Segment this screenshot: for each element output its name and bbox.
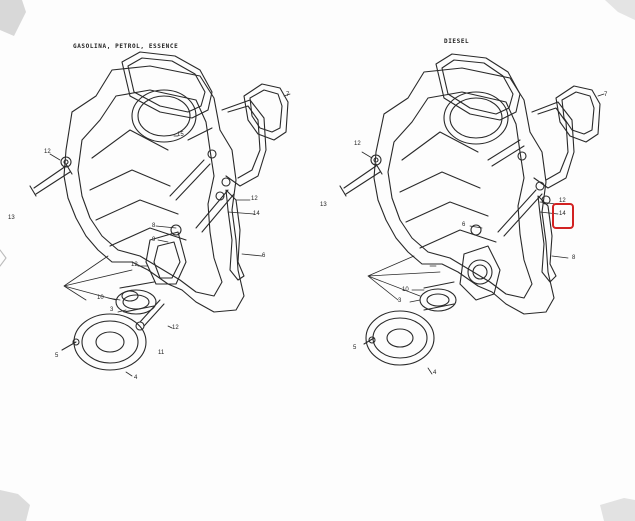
- left-callout-12b: 12: [251, 196, 258, 202]
- right-callout-13: 13: [320, 202, 327, 208]
- right-assembly: [339, 53, 605, 375]
- right-callout-7: 7: [604, 92, 608, 98]
- left-callout-10: 10: [97, 295, 104, 301]
- left-callout-3: 3: [110, 307, 114, 313]
- right-callout-6: 6: [462, 222, 466, 228]
- left-callout-12c: 12: [131, 262, 138, 268]
- right-callout-10: 10: [402, 287, 409, 293]
- right-callout-12b: 12: [559, 198, 566, 204]
- callout-14-highlight-box: [552, 203, 574, 229]
- left-callout-7: 7: [286, 92, 290, 98]
- left-callout-15: 15: [177, 132, 184, 138]
- left-callout-14: 14: [253, 211, 260, 217]
- right-callout-8: 8: [572, 255, 576, 261]
- left-callout-4: 4: [134, 375, 138, 381]
- right-callout-3: 3: [398, 298, 402, 304]
- left-callout-13: 13: [8, 215, 15, 221]
- left-callout-5: 5: [55, 353, 59, 359]
- left-callout-11: 11: [158, 350, 165, 356]
- left-callout-12d: 12: [172, 325, 179, 331]
- right-callout-4: 4: [433, 370, 437, 376]
- left-callout-8: 8: [152, 223, 156, 229]
- left-heading: GASOLINA, PETROL, ESSENCE: [73, 43, 179, 50]
- left-callout-9: 9: [152, 237, 156, 243]
- right-callout-12a: 12: [354, 141, 361, 147]
- right-callout-5: 5: [353, 345, 357, 351]
- left-callout-12a: 12: [44, 149, 51, 155]
- right-heading: DIESEL: [444, 38, 470, 45]
- left-callout-6: 6: [262, 253, 266, 259]
- right-callout-14: 14: [559, 211, 566, 217]
- left-assembly: [29, 51, 291, 377]
